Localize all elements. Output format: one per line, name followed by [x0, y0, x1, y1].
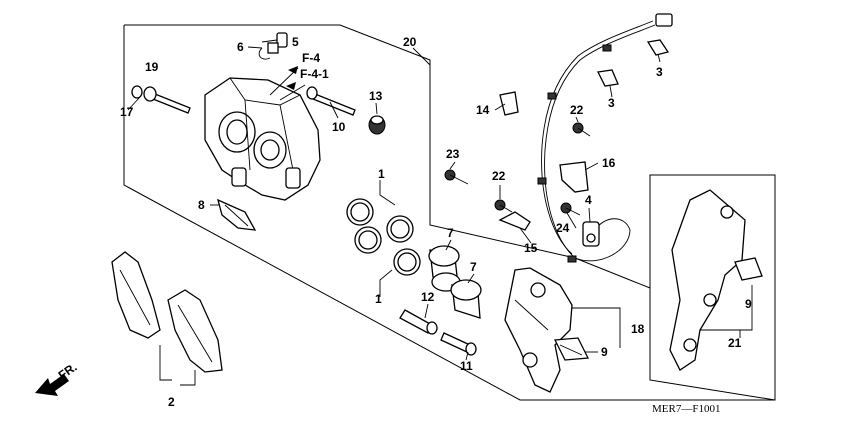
callout-14: 14 [476, 103, 490, 117]
callout-12: 12 [421, 290, 435, 304]
wire-bracket-16[interactable] [559, 161, 589, 193]
callout-10: 10 [332, 120, 346, 134]
bracket-pin-upper[interactable] [399, 309, 438, 335]
callout-9: 9 [745, 297, 752, 311]
large-caliper-bracket[interactable] [669, 189, 746, 371]
caliper-body[interactable] [204, 77, 321, 201]
callout-9: 9 [601, 345, 608, 359]
callout-24: 24 [556, 221, 570, 235]
caliper-pin-bolt-left[interactable] [131, 85, 191, 114]
caliper-bracket[interactable] [504, 267, 573, 393]
callout-11: 11 [460, 359, 473, 373]
callout-22: 22 [492, 169, 506, 183]
pad-spring[interactable] [217, 198, 257, 231]
diagram-code: MER7—F1001 [652, 403, 720, 415]
callout-23: 23 [446, 147, 460, 161]
bleeder-screw[interactable] [258, 32, 288, 60]
callout-18: 18 [631, 322, 645, 336]
callout-8: 8 [198, 198, 205, 212]
bolt-22-upper[interactable] [572, 122, 591, 137]
callout-21: 21 [728, 336, 742, 350]
pin-boot[interactable] [368, 115, 386, 135]
ref-arrow-icon [288, 66, 298, 74]
bolt-22-lower[interactable] [494, 199, 513, 213]
callout-16: 16 [602, 156, 616, 170]
callout-17: 17 [120, 105, 134, 119]
callout-19: 19 [145, 60, 159, 74]
callout-22: 22 [570, 103, 584, 117]
arrow-icon [35, 374, 69, 396]
callout-7: 7 [470, 260, 477, 274]
piston-seals[interactable] [346, 198, 421, 276]
speed-sensor-wire[interactable] [537, 13, 673, 263]
bracket-pin-lower[interactable] [440, 332, 477, 356]
caliper-pin-bolt-right[interactable] [306, 86, 356, 116]
pistons[interactable] [428, 245, 482, 319]
callout-15: 15 [524, 241, 538, 255]
wire-clip-lower[interactable] [597, 69, 619, 87]
ref-arrow-icon [286, 82, 296, 90]
wire-clip-14[interactable] [499, 91, 519, 116]
callout-6: 6 [237, 40, 244, 54]
ref-f41-label: F-4-1 [300, 67, 329, 81]
brake-pads[interactable] [111, 251, 223, 373]
wire-bracket-15[interactable] [498, 211, 531, 231]
ref-f4-label: F-4 [302, 51, 320, 65]
pad-retainer-right[interactable] [734, 257, 763, 281]
front-direction-arrow: FR. [35, 360, 80, 396]
bolt-24[interactable] [560, 202, 581, 216]
callout-4: 4 [585, 193, 592, 207]
callout-3: 3 [656, 65, 663, 79]
pad-retainer-left[interactable] [553, 337, 590, 361]
callout-20: 20 [403, 35, 417, 49]
callout-5: 5 [292, 35, 299, 49]
callout-1: 1 [375, 292, 382, 306]
callout-1: 1 [378, 167, 385, 181]
wire-clip-upper[interactable] [646, 39, 670, 56]
callout-3: 3 [608, 96, 615, 110]
wheel-speed-sensor[interactable] [582, 221, 600, 247]
bolt-23[interactable] [444, 169, 469, 185]
bracket-frame [649, 175, 776, 401]
callout-2: 2 [168, 395, 175, 409]
callout-7: 7 [447, 226, 454, 240]
callout-13: 13 [369, 89, 383, 103]
